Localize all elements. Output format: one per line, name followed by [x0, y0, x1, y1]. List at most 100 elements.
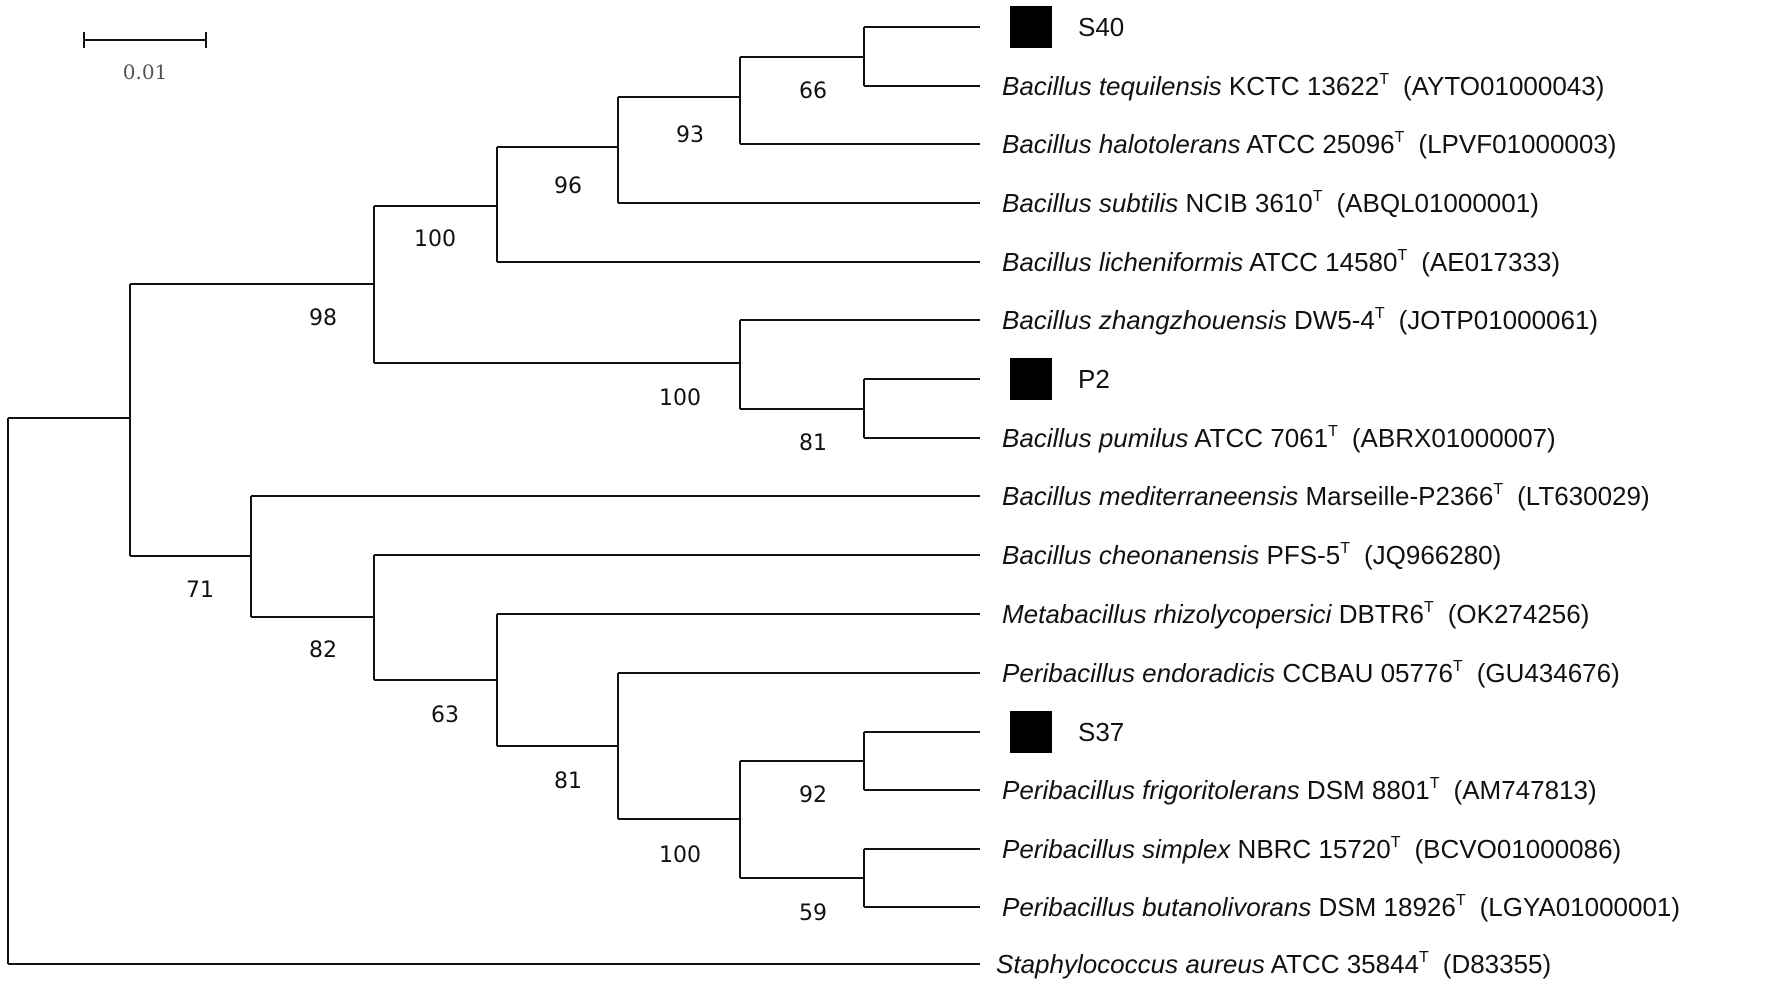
- isolate-marker-square: [1010, 711, 1052, 753]
- strain-name: NCIB 3610: [1178, 188, 1312, 218]
- accession-number: (AM747813): [1454, 775, 1597, 805]
- species-name: Bacillus halotolerans: [1002, 129, 1240, 159]
- taxon-b-cheonanensis: Bacillus cheonanensis PFS-5T(JQ966280): [1002, 540, 1501, 570]
- accession-number: (ABRX01000007): [1352, 423, 1556, 453]
- type-strain-mark: T: [1424, 599, 1434, 616]
- strain-name: ATCC 7061: [1188, 423, 1328, 453]
- taxon-label: Peribacillus butanolivorans DSM 18926T (L…: [1002, 892, 1680, 922]
- type-strain-mark: T: [1397, 247, 1407, 264]
- accession-number: (JQ966280): [1364, 540, 1501, 570]
- type-strain-mark: T: [1313, 188, 1323, 205]
- species-name: Bacillus licheniformis: [1002, 247, 1243, 277]
- strain-name: ATCC 25096: [1240, 129, 1394, 159]
- taxon-label: Bacillus cheonanensis PFS-5T(JQ966280): [1002, 540, 1501, 570]
- taxon-label: Bacillus licheniformis ATCC 14580T(AE017…: [1002, 247, 1560, 277]
- isolate-label: S37: [1078, 717, 1124, 747]
- accession-number: (AE017333): [1421, 247, 1560, 277]
- species-name: Bacillus pumilus: [1002, 423, 1188, 453]
- bootstrap-value: 59: [799, 901, 827, 926]
- accession-number: (AYTO01000043): [1403, 71, 1604, 101]
- bootstrap-value: 93: [676, 123, 704, 148]
- taxon-b-licheniformis: Bacillus licheniformis ATCC 14580T(AE017…: [1002, 247, 1560, 277]
- taxon-label: Peribacillus simplex NBRC 15720T (BCVO010…: [1002, 834, 1621, 864]
- type-strain-mark: T: [1328, 423, 1338, 440]
- bootstrap-value: 81: [554, 769, 582, 794]
- taxon-p-butanolivorans: Peribacillus butanolivorans DSM 18926T (L…: [1002, 892, 1680, 922]
- strain-name: ATCC 35844: [1265, 949, 1419, 979]
- species-name: Peribacillus endoradicis: [1002, 658, 1275, 688]
- taxon-label: Bacillus zhangzhouensis DW5-4T(JOTP01000…: [1002, 305, 1598, 335]
- bootstrap-value: 100: [414, 227, 456, 252]
- taxon-s40: S40: [1010, 6, 1124, 48]
- species-name: Bacillus tequilensis: [1002, 71, 1222, 101]
- taxon-label: Metabacillus rhizolycopersici DBTR6T (OK2…: [1002, 599, 1589, 629]
- species-name: Bacillus subtilis: [1002, 188, 1178, 218]
- taxon-label: Bacillus pumilus ATCC 7061T (ABRX01000007…: [1002, 423, 1556, 453]
- accession-number: (JOTP01000061): [1399, 305, 1598, 335]
- species-name: Peribacillus simplex: [1002, 834, 1231, 864]
- accession-number: (ABQL01000001): [1336, 188, 1538, 218]
- bootstrap-value: 81: [799, 431, 827, 456]
- accession-number: (D83355): [1443, 949, 1551, 979]
- species-name: Peribacillus butanolivorans: [1002, 892, 1311, 922]
- bootstrap-value: 66: [799, 79, 827, 104]
- taxon-b-mediterraneensis: Bacillus mediterraneensis Marseille-P236…: [1002, 481, 1650, 511]
- strain-name: NBRC 15720: [1230, 834, 1390, 864]
- taxon-p2: P2: [1010, 358, 1110, 400]
- bootstrap-value: 82: [309, 638, 337, 663]
- scale-bar-label: 0.01: [123, 60, 168, 84]
- taxon-s-aureus: Staphylococcus aureus ATCC 35844T (D83355…: [996, 949, 1551, 979]
- isolate-marker-square: [1010, 6, 1052, 48]
- type-strain-mark: T: [1430, 775, 1440, 792]
- accession-number: (LGYA01000001): [1480, 892, 1680, 922]
- type-strain-mark: T: [1453, 658, 1463, 675]
- taxon-p-simplex: Peribacillus simplex NBRC 15720T (BCVO010…: [1002, 834, 1621, 864]
- taxon-s37: S37: [1010, 711, 1124, 753]
- bootstrap-value: 92: [799, 783, 827, 808]
- type-strain-mark: T: [1493, 481, 1503, 498]
- type-strain-mark: T: [1456, 892, 1466, 909]
- taxon-b-subtilis: Bacillus subtilis NCIB 3610T (ABQL0100000…: [1002, 188, 1539, 218]
- bootstrap-value: 96: [554, 174, 582, 199]
- strain-name: DSM 18926: [1311, 892, 1456, 922]
- taxon-label: Staphylococcus aureus ATCC 35844T (D83355…: [996, 949, 1551, 979]
- taxon-b-tequilensis: Bacillus tequilensis KCTC 13622T(AYTO010…: [1002, 71, 1604, 101]
- species-name: Bacillus cheonanensis: [1002, 540, 1259, 570]
- strain-name: CCBAU 05776: [1275, 658, 1453, 688]
- species-name: Bacillus mediterraneensis: [1002, 481, 1298, 511]
- species-name: Staphylococcus aureus: [996, 949, 1265, 979]
- bootstrap-value: 100: [659, 843, 701, 868]
- taxon-label: Bacillus mediterraneensis Marseille-P236…: [1002, 481, 1650, 511]
- strain-name: Marseille-P2366: [1298, 481, 1493, 511]
- taxon-label: Bacillus tequilensis KCTC 13622T(AYTO010…: [1002, 71, 1604, 101]
- bootstrap-value: 63: [431, 703, 459, 728]
- accession-number: (LT630029): [1517, 481, 1650, 511]
- taxon-label: Bacillus halotolerans ATCC 25096T (LPVF01…: [1002, 129, 1616, 159]
- strain-name: DBTR6: [1331, 599, 1423, 629]
- taxon-p-endoradicis: Peribacillus endoradicis CCBAU 05776T (GU…: [1002, 658, 1620, 688]
- bootstrap-value: 98: [309, 306, 337, 331]
- tree-branches: [7, 26, 980, 965]
- bootstrap-labels: 66 93 96 100 98 100 81 71 82 63 81 92 10…: [186, 79, 827, 926]
- accession-number: (OK274256): [1448, 599, 1590, 629]
- taxon-p-frigoritolerans: Peribacillus frigoritolerans DSM 8801T(A…: [1002, 775, 1597, 805]
- type-strain-mark: T: [1419, 949, 1429, 966]
- species-name: Metabacillus rhizolycopersici: [1002, 599, 1333, 629]
- bootstrap-value: 71: [186, 578, 214, 603]
- strain-name: DW5-4: [1287, 305, 1375, 335]
- type-strain-mark: T: [1379, 71, 1389, 88]
- taxon-m-rhizolycopersici: Metabacillus rhizolycopersici DBTR6T (OK2…: [1002, 599, 1589, 629]
- taxon-b-pumilus: Bacillus pumilus ATCC 7061T (ABRX01000007…: [1002, 423, 1556, 453]
- accession-number: (LPVF01000003): [1418, 129, 1616, 159]
- taxon-b-halotolerans: Bacillus halotolerans ATCC 25096T (LPVF01…: [1002, 129, 1616, 159]
- scale-bar: 0.01: [83, 32, 207, 84]
- accession-number: (GU434676): [1477, 658, 1620, 688]
- species-name: Peribacillus frigoritolerans: [1002, 775, 1300, 805]
- type-strain-mark: T: [1391, 834, 1401, 851]
- type-strain-mark: T: [1395, 129, 1405, 146]
- accession-number: (BCVO01000086): [1415, 834, 1622, 864]
- isolate-label: S40: [1078, 12, 1124, 42]
- species-name: Bacillus zhangzhouensis: [1002, 305, 1287, 335]
